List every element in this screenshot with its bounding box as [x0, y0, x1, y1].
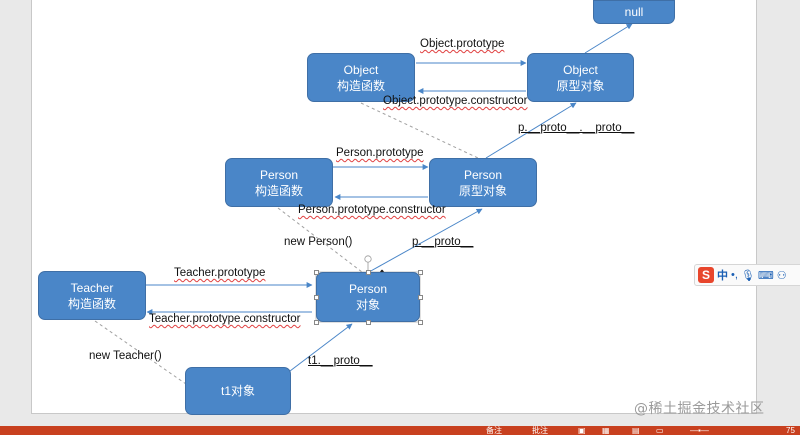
label-person-prototype-constructor: Person.prototype.constructor — [298, 204, 446, 216]
object-constructor-title: Object — [343, 62, 379, 77]
punctuation-icon[interactable]: •, — [731, 269, 738, 281]
null-node: null — [593, 0, 675, 24]
t1-object-text: t1对象 — [220, 384, 255, 398]
view-reading-icon[interactable]: ▤ — [632, 426, 640, 435]
comments-button[interactable]: 批注 — [532, 426, 548, 435]
sogou-logo-icon[interactable]: S — [698, 267, 714, 283]
null-node-text: null — [624, 5, 644, 19]
microphone-icon[interactable]: 🎙 — [740, 269, 755, 282]
ime-mode-toggle[interactable]: 中 — [717, 270, 728, 282]
person-object-title: Person — [348, 282, 388, 296]
ime-toolbar[interactable]: S 中 •, 🎙 ⌨ ⚇ — [694, 264, 800, 286]
label-person-prototype: Person.prototype — [336, 147, 424, 159]
object-prototype-subtitle: 原型对象 — [556, 78, 605, 93]
teacher-constructor-title: Teacher — [70, 280, 114, 295]
notes-button[interactable]: 备注 — [486, 426, 502, 435]
t1-object-node: t1对象 — [185, 367, 291, 415]
label-teacher-prototype: Teacher.prototype — [174, 267, 266, 279]
person-prototype-title: Person — [463, 167, 503, 182]
person-object-node[interactable]: Person 对象 — [316, 272, 420, 322]
resize-handle-se[interactable] — [418, 320, 423, 325]
person-object-subtitle: 对象 — [355, 298, 380, 312]
zoom-level[interactable]: 75 — [786, 426, 795, 435]
resize-handle-sw[interactable] — [314, 320, 319, 325]
watermark-text: @稀土掘金技术社区 — [634, 401, 765, 417]
view-slideshow-icon[interactable]: ▭ — [656, 426, 664, 435]
user-icon[interactable]: ⚇ — [776, 269, 787, 282]
view-sorter-icon[interactable]: ▦ — [602, 426, 610, 435]
keyboard-icon[interactable]: ⌨ — [757, 269, 774, 282]
teacher-constructor-node: Teacher 构造函数 — [38, 271, 146, 320]
person-prototype-subtitle: 原型对象 — [458, 183, 507, 198]
zoom-slider[interactable]: —▪— — [690, 426, 709, 435]
object-constructor-node: Object 构造函数 — [307, 53, 415, 102]
label-new-person: new Person() — [284, 236, 353, 248]
label-object-prototype-constructor: Object.prototype.constructor — [383, 95, 528, 107]
label-t1-proto: t1.__proto__ — [308, 355, 373, 367]
person-constructor-title: Person — [259, 167, 299, 182]
resize-handle-ne[interactable] — [418, 270, 423, 275]
object-prototype-title: Object — [563, 62, 598, 77]
label-p-proto: p.__proto__ — [412, 236, 474, 248]
label-p-proto-proto: p.__proto__.__proto__ — [518, 122, 635, 134]
teacher-constructor-subtitle: 构造函数 — [67, 296, 116, 311]
person-prototype-node: Person 原型对象 — [429, 158, 537, 207]
resize-handle-nw[interactable] — [314, 270, 319, 275]
resize-handle-s[interactable] — [366, 320, 371, 325]
person-constructor-subtitle: 构造函数 — [254, 183, 303, 198]
label-teacher-prototype-constructor: Teacher.prototype.constructor — [149, 313, 301, 325]
status-bar: 备注 批注 ▣ ▦ ▤ ▭ —▪— 75 — [0, 426, 800, 435]
resize-handle-w[interactable] — [314, 295, 319, 300]
object-constructor-subtitle: 构造函数 — [336, 78, 385, 93]
object-prototype-node: Object 原型对象 — [527, 53, 634, 102]
label-object-prototype: Object.prototype — [420, 38, 505, 50]
resize-handle-n[interactable] — [366, 270, 371, 275]
person-constructor-node: Person 构造函数 — [225, 158, 333, 207]
label-new-teacher: new Teacher() — [89, 350, 162, 362]
view-normal-icon[interactable]: ▣ — [578, 426, 586, 435]
resize-handle-e[interactable] — [418, 295, 423, 300]
